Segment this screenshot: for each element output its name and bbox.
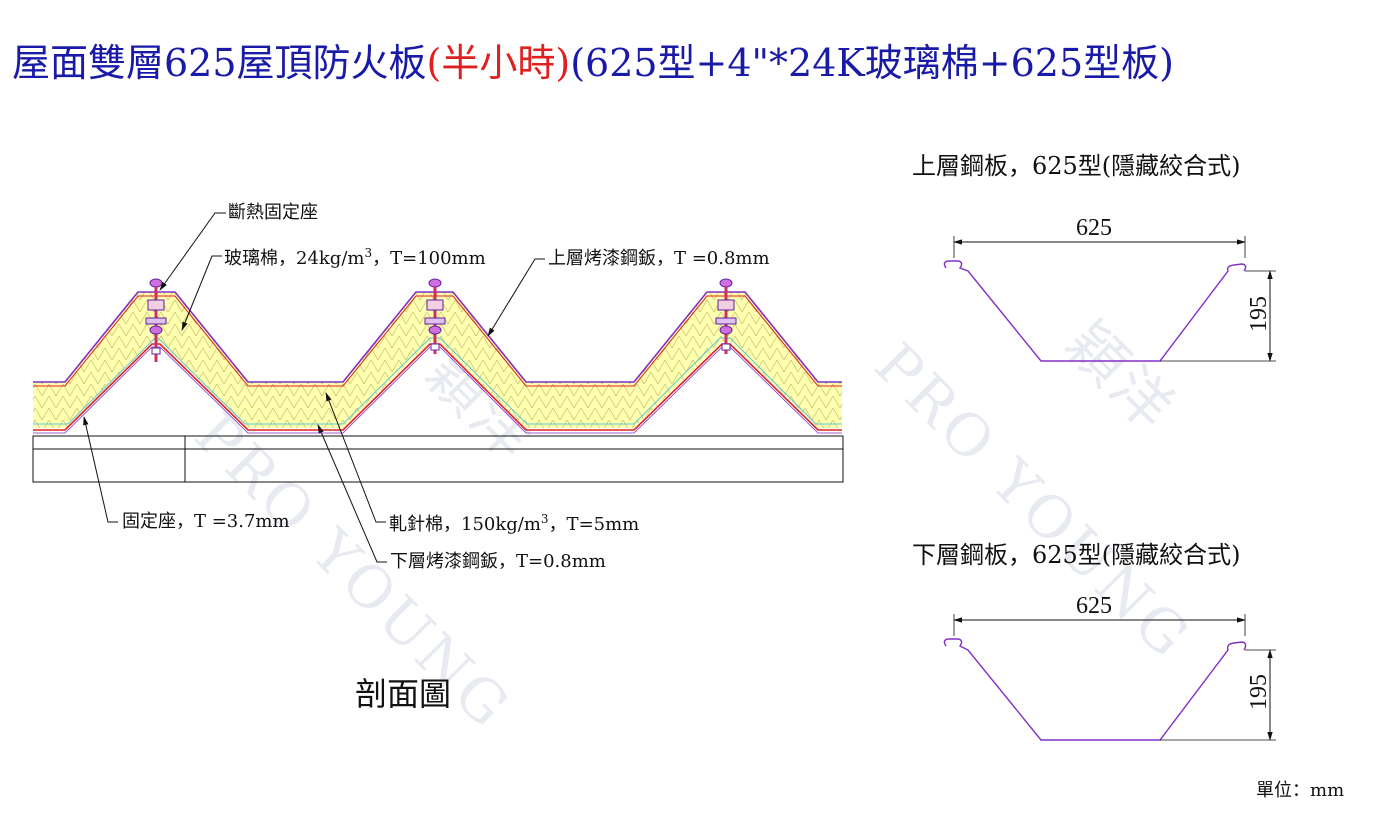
- upper-profile-width: 625: [1076, 215, 1112, 241]
- upper-profile-height: 195: [1246, 296, 1272, 332]
- felt-unit-exp: 3: [540, 512, 549, 526]
- thermal-clip-2: [424, 278, 446, 354]
- label-thermal-clip: 斷熱固定座: [228, 202, 318, 223]
- leader-clip: [159, 212, 226, 291]
- label-upper-sheet: 上層烤漆鋼鈑，T =0.8mm: [548, 248, 770, 269]
- glasswool-unit-exp: 3: [364, 246, 373, 260]
- lower-profile-width: 625: [1076, 593, 1112, 619]
- felt-thickness: ，T=5mm: [548, 514, 640, 535]
- upper-profile-title: 上層鋼板，625型(隱藏絞合式): [912, 152, 1241, 180]
- thermal-clip-1: [145, 278, 167, 362]
- label-lower-sheet: 下層烤漆鋼鈑，T=0.8mm: [390, 551, 606, 572]
- thermal-clip-3: [715, 278, 737, 354]
- leader-felt: [325, 392, 386, 523]
- purlin: [32, 435, 844, 483]
- lower-profile-title: 下層鋼板，625型(隱藏絞合式): [912, 541, 1241, 569]
- upper-profile-drawing: [943, 236, 1276, 362]
- title-spec: (625型+4"*24K玻璃棉+625型板): [570, 41, 1174, 85]
- lower-profile-height: 195: [1246, 674, 1272, 710]
- section-caption: 剖面圖: [355, 675, 452, 713]
- leader-bracket: [83, 416, 118, 523]
- leader-upper-sheet: [487, 258, 545, 337]
- label-glasswool: 玻璃棉，24kg/m3，T=100mm: [224, 247, 486, 268]
- felt-density: 軋針棉，150kg/m: [389, 514, 541, 535]
- glasswool-thickness: ，T=100mm: [372, 248, 486, 269]
- unit-note: 單位：mm: [1256, 780, 1345, 801]
- glasswool-density: 玻璃棉，24kg/m: [224, 248, 365, 269]
- title-duration: (半小時): [426, 41, 571, 85]
- title-main: 屋面雙層625屋頂防火板: [12, 41, 427, 85]
- label-bracket: 固定座，T =3.7mm: [122, 511, 290, 532]
- lower-steel-sheet: [33, 343, 842, 431]
- leader-glasswool: [181, 255, 222, 331]
- leader-lower-sheet: [317, 424, 387, 563]
- label-felt: 軋針棉，150kg/m3，T=5mm: [389, 513, 639, 534]
- lower-profile-drawing: [943, 614, 1276, 741]
- glasswool-layer: [33, 292, 842, 428]
- page-title: 屋面雙層625屋頂防火板(半小時)(625型+4"*24K玻璃棉+625型板): [12, 44, 1174, 82]
